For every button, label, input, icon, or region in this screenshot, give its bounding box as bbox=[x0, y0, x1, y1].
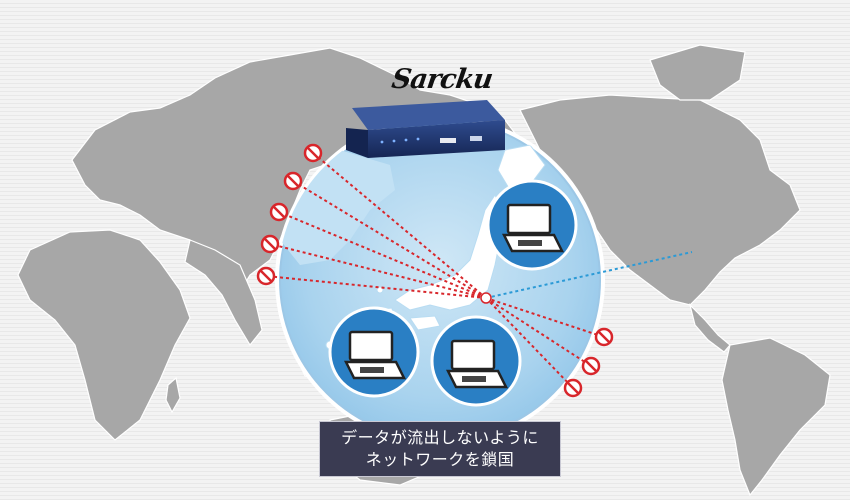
continent-central-america bbox=[688, 303, 731, 353]
prohibited-icon bbox=[303, 143, 323, 163]
island-honshu bbox=[394, 194, 506, 311]
island-shikoku bbox=[409, 315, 441, 331]
continent-africa bbox=[17, 229, 191, 441]
continent-south-asia bbox=[184, 239, 263, 347]
blocked-line-1 bbox=[312, 152, 487, 299]
blocked-line-6 bbox=[485, 297, 605, 338]
prohibited-icon bbox=[581, 356, 601, 376]
caption-line-1: データが流出しないように bbox=[341, 428, 539, 447]
prohibited-icon bbox=[269, 202, 289, 222]
prohibited-icon bbox=[594, 327, 614, 347]
hub-node bbox=[480, 292, 492, 304]
laptop-bubble-bottom-left bbox=[328, 306, 420, 398]
laptop-icon bbox=[445, 339, 509, 389]
caption-line-2: ネットワークを鎖国 bbox=[365, 450, 515, 469]
prohibited-icon bbox=[256, 266, 276, 286]
laptop-bubble-bottom-center bbox=[430, 315, 522, 407]
blocked-line-7 bbox=[485, 297, 592, 367]
prohibited-icon bbox=[563, 378, 583, 398]
blocked-line-3 bbox=[278, 211, 487, 299]
blocked-line-4 bbox=[269, 243, 487, 299]
brand-logo: Sarcku bbox=[389, 64, 495, 95]
laptop-icon bbox=[501, 203, 565, 253]
island-madagascar bbox=[165, 376, 181, 414]
laptop-bubble-top-right bbox=[486, 179, 578, 271]
prohibited-icon bbox=[283, 171, 303, 191]
laptop-icon bbox=[343, 330, 407, 380]
island-greenland bbox=[649, 44, 746, 101]
blocked-line-5 bbox=[265, 275, 487, 299]
blocked-line-2 bbox=[292, 180, 487, 299]
continent-south-america bbox=[721, 337, 831, 497]
blocked-icons bbox=[256, 143, 614, 398]
japan-globe bbox=[275, 115, 605, 445]
allowed-connection-line bbox=[485, 251, 693, 299]
blocked-connection-lines bbox=[265, 152, 605, 389]
caption-box: データが流出しないように ネットワークを鎖国 bbox=[319, 421, 561, 477]
network-appliance-icon bbox=[346, 100, 505, 158]
blocked-line-8 bbox=[485, 297, 574, 389]
prohibited-icon bbox=[260, 234, 280, 254]
